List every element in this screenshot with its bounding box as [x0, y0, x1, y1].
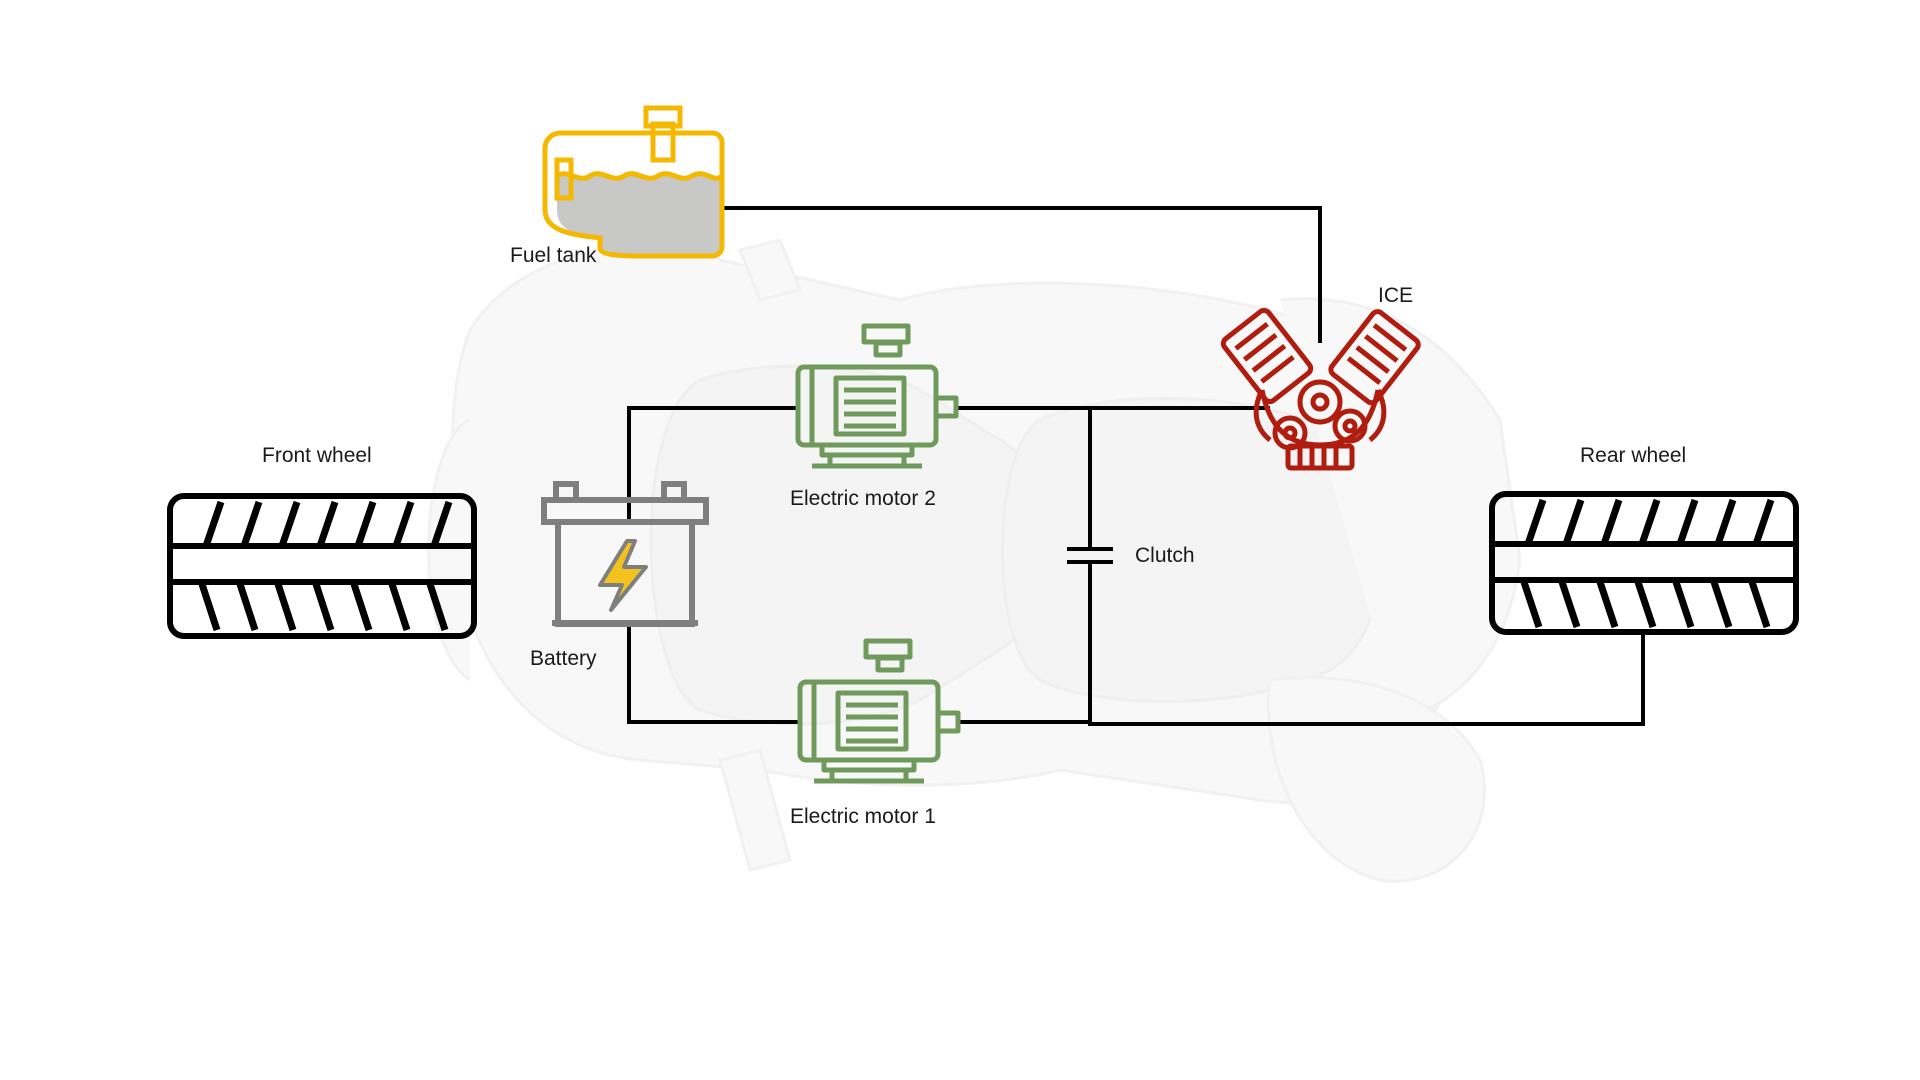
rear-wheel-label: Rear wheel [1580, 444, 1686, 467]
clutch-icon [1067, 547, 1113, 564]
fuel-tank-label: Fuel tank [510, 244, 597, 267]
battery-icon [541, 481, 709, 627]
clutch-label: Clutch [1135, 544, 1195, 567]
electric-motor-icon [797, 638, 961, 784]
engine-icon [1220, 307, 1421, 471]
fuel-tank-icon [542, 105, 725, 259]
motorcycle-silhouette [427, 238, 1522, 883]
lower-shaft [958, 632, 1645, 726]
electric-motor-1-label: Electric motor 1 [790, 805, 936, 828]
fuel-line [724, 206, 1322, 343]
connection-wires [627, 206, 1645, 726]
upper-bus [627, 406, 798, 520]
front-wheel-label: Front wheel [262, 444, 372, 467]
wheel-icon [167, 493, 477, 639]
electric-motor-2-label: Electric motor 2 [790, 487, 936, 510]
ice-label: ICE [1378, 284, 1413, 307]
electric-motor-icon [795, 323, 959, 469]
wheel-icon [1489, 491, 1799, 635]
battery-label: Battery [530, 647, 597, 670]
lower-bus [627, 626, 800, 724]
